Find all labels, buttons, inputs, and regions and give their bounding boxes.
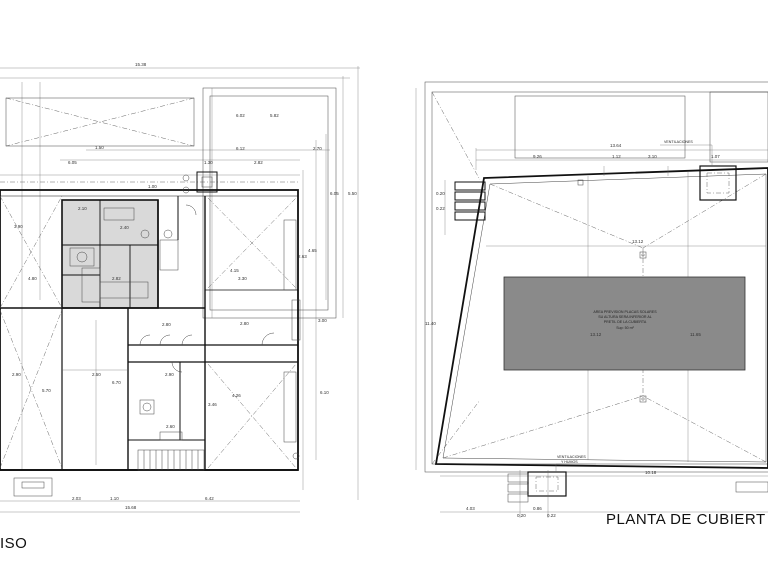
dim-label: 0.22 [547,513,556,518]
dim-label: 6.12 [236,146,245,151]
vent-bottom-label-1: VENTILACIONES [557,455,586,459]
dim-label: 2.50 [92,372,101,377]
dim-label: 6.10 [320,390,329,395]
dim-label: 2.82 [112,276,121,281]
dim-label: 10.18 [645,470,657,475]
dim-label: 6.42 [205,496,214,501]
dim-label: 0.20 [517,513,526,518]
solar-note-line-4: Sup: 50 m² [616,326,634,330]
solar-note-line-3: PRETIL DE LA CUBIERTA [604,320,647,324]
solar-panel-area [503,276,746,371]
dim-label: 4.03 [466,506,475,511]
solar-note-line-1: AREA PREVISION PLACAS SOLARES [593,310,657,314]
dim-label: 5.82 [270,113,279,118]
dim-label: 6.70 [112,380,121,385]
dim-bottom-total: 15.68 [125,505,137,510]
dim-label: 4.80 [28,276,37,281]
dim-label: 2.40 [120,225,129,230]
dim-top-total: 15.38 [135,62,147,67]
dim-label: 2.90 [165,372,174,377]
right-plan-title: PLANTA DE CUBIERT [606,511,766,528]
solar-note-line-2: SU ALTURA SERA INFERIOR AL [598,315,651,319]
dim-label: 3.10 [648,154,657,159]
dim-label: 13.64 [610,143,622,148]
left-floor-plan: 15.38 15.68 6.02 5.82 6.12 2.82 2.70 1.5… [0,62,360,552]
dim-label: 11.40 [425,321,436,326]
right-roof-plan: AREA PREVISION PLACAS SOLARES SU ALTURA … [415,81,768,528]
dim-label: 2.82 [254,160,263,165]
dim-label: 1.12 [612,154,621,159]
left-plan-title: ISO [0,535,27,552]
dim-label: 4.65 [308,248,317,253]
dim-label: 1.07 [711,154,720,159]
dim-label: 5.50 [348,191,357,196]
dim-label: 1.50 [95,145,104,150]
vent-top-label: VENTILACIONES [664,140,693,144]
dim-label: 4.15 [230,268,239,273]
dim-label: 1.00 [148,184,157,189]
dim-label: 2.70 [313,146,322,151]
dim-label: 13.12 [590,332,602,337]
dim-label: 2.10 [78,206,87,211]
dim-label: 2.03 [72,496,81,501]
dim-label: 3.90 [14,224,23,229]
dim-label: 6.05 [68,160,77,165]
dim-label: 11.65 [690,332,701,337]
dim-label: 5.70 [42,388,51,393]
vent-bottom-label-2: Y HUMOS [561,460,578,464]
dim-label: 3.46 [208,402,217,407]
dim-label: 6.02 [236,113,245,118]
dim-label: 4.26 [232,393,241,398]
dim-label: 0.86 [533,506,542,511]
dim-label: 1.30 [204,160,213,165]
dim-label: 2.80 [240,321,249,326]
dim-label: 9.26 [533,154,542,159]
dim-label: 0.22 [436,206,445,211]
dim-label: 2.90 [12,372,21,377]
dim-label: 6.05 [330,191,339,196]
dim-label: 2.80 [162,322,171,327]
dim-label: 2.60 [166,424,175,429]
dim-label: 2.63 [298,254,307,259]
stairs [137,449,205,471]
dim-label: 13.12 [632,239,644,244]
dim-label: 1.10 [110,496,119,501]
dim-label: 0.20 [436,191,445,196]
dim-label: 3.00 [318,318,327,323]
dim-label: 3.30 [238,276,247,281]
wet-area [61,199,159,309]
